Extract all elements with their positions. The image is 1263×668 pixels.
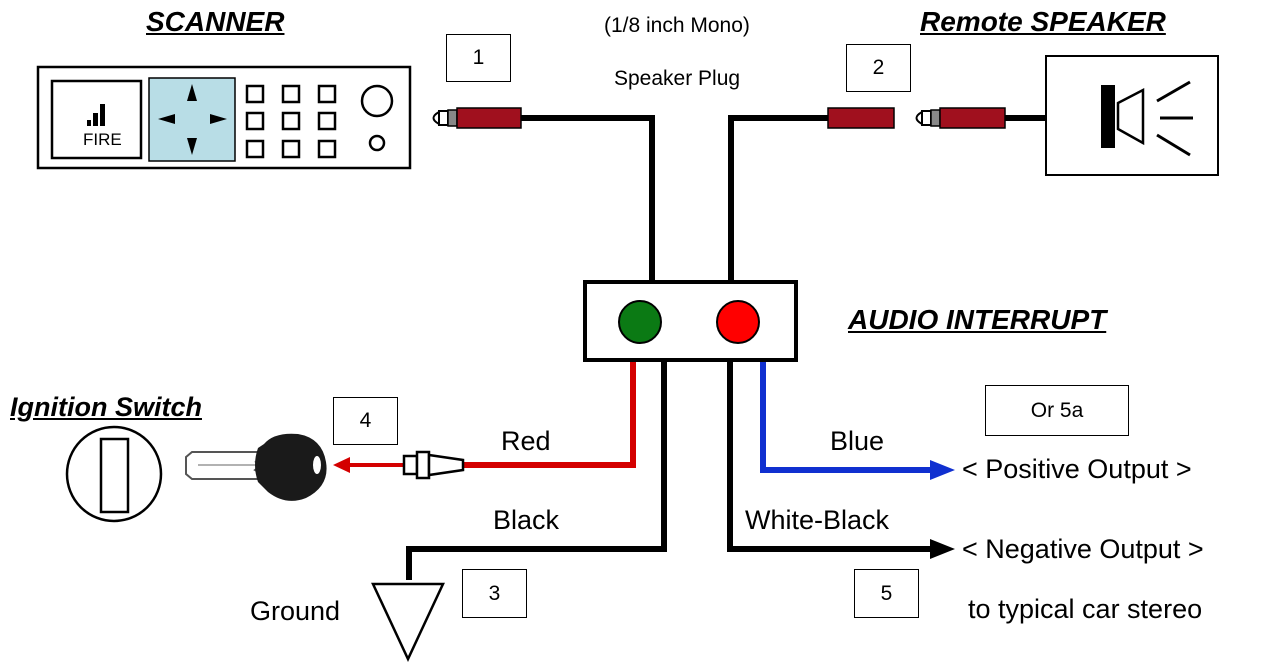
wire-black [406,360,667,580]
squelch-knob[interactable] [368,134,386,152]
direction-pad-icon [158,84,227,155]
scanner-unit [36,65,412,170]
remote-speaker-heading: Remote SPEAKER [920,6,1166,37]
volume-knob[interactable] [360,84,394,118]
black-wire-label: Black [493,505,560,535]
keypad-key[interactable] [281,111,301,131]
negative-output-label: < Negative Output > [962,534,1204,564]
scanner-display-label: FIRE [83,130,122,149]
callout-3: 3 [462,569,527,618]
blue-wire-label: Blue [830,426,885,456]
keypad-key[interactable] [281,84,301,104]
red-wire-label: Red [501,426,551,456]
ignition-lock-icon [65,425,163,523]
keypad-key[interactable] [245,84,265,104]
keypad-key[interactable] [245,111,265,131]
wire-speaker-out [728,115,828,282]
callout-4: 4 [333,397,398,445]
keypad-key[interactable] [317,84,337,104]
signal-bars-icon [87,104,105,126]
wire-blue [760,360,936,473]
scanner-heading: SCANNER [146,6,285,37]
plug-spec-label: (1/8 inch Mono) [604,14,750,37]
callout-5a: Or 5a [985,385,1129,436]
red-led [716,300,760,344]
wires [406,115,936,580]
ground-symbol-icon [371,582,445,662]
white-black-wire-label: White-Black [745,505,890,535]
callout-2: 2 [846,44,911,92]
keypad-key[interactable] [245,139,265,159]
wire-speaker-in [521,115,655,282]
inline-connector [333,450,465,480]
positive-output-label: < Positive Output > [962,454,1192,484]
plug-2 [827,107,1046,129]
keypad [245,84,337,159]
wire-red [463,360,636,468]
black-arrow-icon [930,539,955,559]
green-led [618,300,662,344]
plug-name-label: Speaker Plug [614,67,741,90]
audio-interrupt-heading: AUDIO INTERRUPT [848,304,1107,335]
key-icon [185,433,327,501]
blue-arrow-icon [930,460,955,480]
keypad-key[interactable] [317,139,337,159]
keypad-key[interactable] [281,139,301,159]
car-stereo-label: to typical car stereo [968,594,1203,624]
callout-5: 5 [854,569,919,618]
wire-white-black [727,360,936,552]
callout-1: 1 [446,34,511,82]
audio-interrupt-module [583,280,798,362]
ground-label: Ground [250,596,341,626]
speaker-icon [1101,80,1193,157]
jack-2 [827,107,895,129]
remote-speaker [1045,55,1219,176]
plug-1 [432,107,522,129]
ignition-switch-heading: Ignition Switch [10,392,202,422]
keypad-key[interactable] [317,111,337,131]
